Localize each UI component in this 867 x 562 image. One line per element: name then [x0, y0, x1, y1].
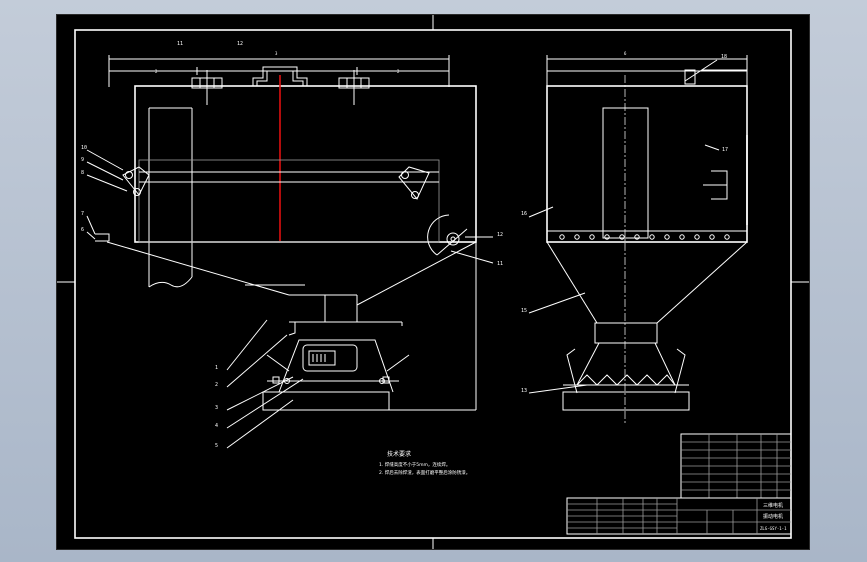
eccentric-hub	[446, 232, 460, 246]
svg-text:2: 2	[397, 69, 400, 74]
technical-notes: 技术要求 1. 焊缝高度不小于5mm，连续焊。 2. 焊后去除焊渣，表面打磨平整…	[379, 450, 470, 476]
motor-housing	[278, 339, 394, 393]
vibration-motor	[302, 344, 358, 372]
callout: 5	[215, 443, 218, 449]
callout: 17	[722, 147, 728, 153]
base-plate	[262, 391, 390, 411]
dimension-labels: 2 3 2 6	[155, 51, 627, 74]
callout: 3	[215, 405, 218, 411]
funnel-slope-right	[356, 241, 477, 306]
side-base	[562, 391, 690, 411]
leader-lines-left	[86, 149, 494, 449]
note-line: 2. 焊后去除焊渣，表面打磨平整后涂防锈漆。	[379, 469, 470, 476]
callout: 10	[81, 145, 87, 151]
callout: 15	[521, 308, 527, 314]
funnel-slope-left	[106, 241, 290, 296]
side-view	[546, 55, 748, 425]
callout: 11	[497, 261, 503, 267]
callout: 4	[215, 423, 218, 429]
hopper-box	[134, 85, 477, 243]
callout: 12	[497, 232, 503, 238]
drawing-sheet: 2 3 2 6 10 9 8 7 6 1 2 3 4 5 11 12 12 11	[56, 14, 810, 550]
callout: 13	[521, 388, 527, 394]
callouts-right: 18 17 16 15 13	[521, 54, 728, 394]
suspension-link-right	[398, 166, 430, 200]
side-funnel-right	[656, 241, 748, 324]
callouts-left: 10 9 8 7 6 1 2 3 4 5 11 12 12 11	[81, 41, 503, 449]
screen-frame	[138, 159, 440, 243]
leader-lines-right	[528, 59, 720, 394]
note-line: 1. 焊缝高度不小于5mm，连续焊。	[379, 461, 450, 468]
callout: 6	[81, 227, 84, 233]
title-secondary: 振动电机	[763, 513, 783, 520]
svg-text:3: 3	[275, 51, 278, 56]
side-inner-tube	[602, 107, 649, 239]
callout: 12	[237, 41, 243, 47]
side-hopper-box	[546, 85, 748, 243]
suspension-link-left	[122, 166, 150, 196]
title-block: 三维电机 振动电机 ZLG-GSY-1-1	[566, 433, 792, 535]
cad-drawing: 2 3 2 6 10 9 8 7 6 1 2 3 4 5 11 12 12 11	[57, 15, 809, 549]
callout: 16	[521, 211, 527, 217]
svg-text:2: 2	[155, 69, 158, 74]
svg-text:6: 6	[624, 51, 627, 56]
bolt-row	[559, 234, 730, 240]
drawing-border	[74, 29, 792, 539]
drawing-number: ZLG-GSY-1-1	[760, 526, 787, 531]
title-primary: 三维电机	[763, 502, 783, 509]
side-cone	[576, 342, 676, 386]
callout: 9	[81, 157, 84, 163]
callout: 7	[81, 211, 84, 217]
callout: 2	[215, 382, 218, 388]
callout: 1	[215, 365, 218, 371]
side-funnel-left	[546, 241, 598, 324]
front-view	[95, 55, 477, 411]
callout: 8	[81, 170, 84, 176]
callout: 18	[721, 54, 727, 60]
lifting-bracket	[252, 66, 308, 86]
callout: 11	[177, 41, 183, 47]
notes-heading: 技术要求	[387, 450, 411, 458]
